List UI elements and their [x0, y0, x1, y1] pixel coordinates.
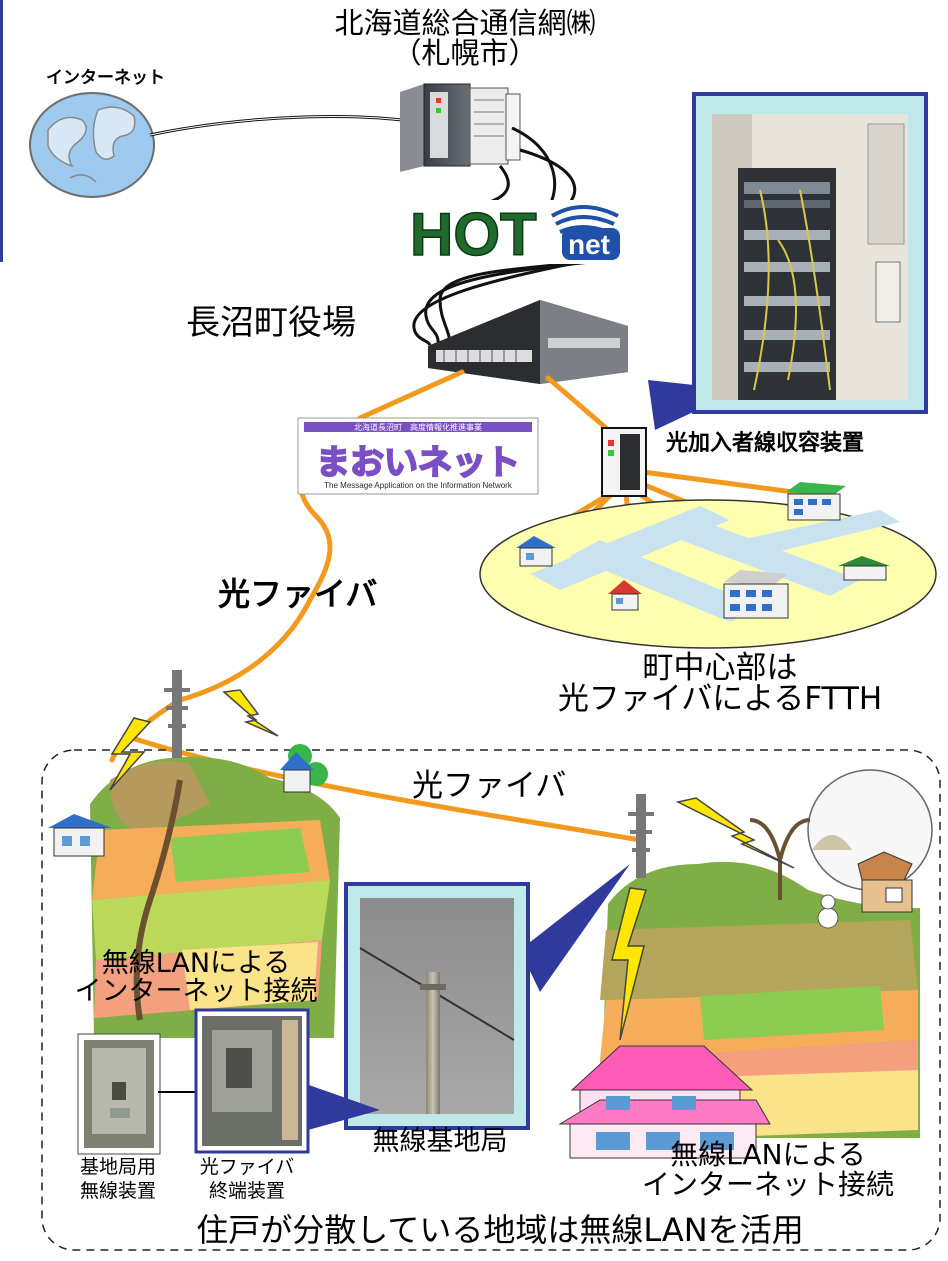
maoi-logo-title: まおいネット [316, 443, 520, 483]
olt-device-icon [601, 427, 647, 497]
wireless-bolt-icon [109, 717, 152, 791]
fiber-terminal-label-line1: 光ファイバ [199, 1156, 295, 1178]
olt-photo-callout [648, 92, 928, 430]
maoi-net-logo: 北海道長沼町 高度情報化推進事業 まおいネット The Message Appl… [297, 417, 539, 495]
base-station-photo-callout [344, 864, 630, 1130]
fiber-terminal-label-line2: 終端装置 [208, 1180, 285, 1202]
rural-landscape-left [90, 756, 340, 1038]
pink-house-icon [558, 1045, 771, 1159]
bottom-caption: 住戸が分散している地域は無線LANを活用 [196, 1211, 804, 1249]
internet-globe-icon [29, 92, 155, 198]
wlan-left-label-line1: 無線LANによる [101, 948, 291, 979]
hotnet-logo-net: net [568, 229, 610, 260]
base-station-device-photo [77, 1033, 161, 1155]
wlan-right-label-line1: 無線LANによる [670, 1138, 866, 1171]
house-icon [838, 556, 890, 581]
olt-label: 光加入者線収容装置 [666, 431, 865, 456]
wireless-bolt-icon [611, 887, 647, 1041]
maoi-logo-header: 北海道長沼町 高度情報化推進事業 [354, 422, 482, 432]
house-icon [516, 536, 556, 567]
wlan-right-label-line2: インターネット接続 [641, 1168, 894, 1201]
tower-icon [164, 670, 190, 758]
hotnet-server-icon [400, 83, 521, 172]
hotnet-city-label: （札幌市） [392, 36, 538, 70]
wlan-left-label-line2: インターネット接続 [74, 976, 318, 1007]
apartment-icon [786, 482, 846, 521]
ftth-label-line1: 町中心部は [642, 650, 798, 686]
tower-icon [628, 794, 654, 878]
internet-cable [149, 115, 403, 137]
hotnet-logo-hot: HOT [410, 201, 537, 268]
fiber-terminal-photo [194, 1008, 380, 1154]
internet-label: インターネット [46, 68, 165, 88]
farmhouse-icon [857, 851, 913, 913]
ftth-area [479, 499, 937, 649]
town-office-building-icon [428, 300, 628, 384]
fiber-label: 光ファイバ [218, 575, 378, 613]
base-station-label: 無線基地局 [372, 1126, 508, 1157]
base-station-device-label-line2: 無線装置 [79, 1180, 156, 1202]
page-edge-bar [0, 0, 3, 262]
ftth-label-line2: 光ファイバによるFTTH [557, 681, 883, 717]
hotnet-logo: HOT net [404, 200, 626, 269]
hotnet-company-label: 北海道総合通信網㈱ [334, 6, 596, 40]
apartment-icon [723, 570, 789, 619]
base-station-device-label-line1: 基地局用 [79, 1156, 156, 1178]
fiber-label-rural: 光ファイバ [412, 768, 567, 804]
house-icon [48, 814, 112, 857]
maoi-logo-subtitle: The Message Application on the Informati… [324, 481, 513, 490]
house-icon [280, 744, 328, 793]
hotnet-cables [412, 126, 601, 346]
wireless-bolt-icon [222, 689, 279, 737]
wireless-bolt-icon [675, 797, 795, 869]
snowman-icon [817, 894, 839, 929]
town-office-label: 長沼町役場 [186, 303, 356, 343]
house-icon [608, 580, 642, 611]
